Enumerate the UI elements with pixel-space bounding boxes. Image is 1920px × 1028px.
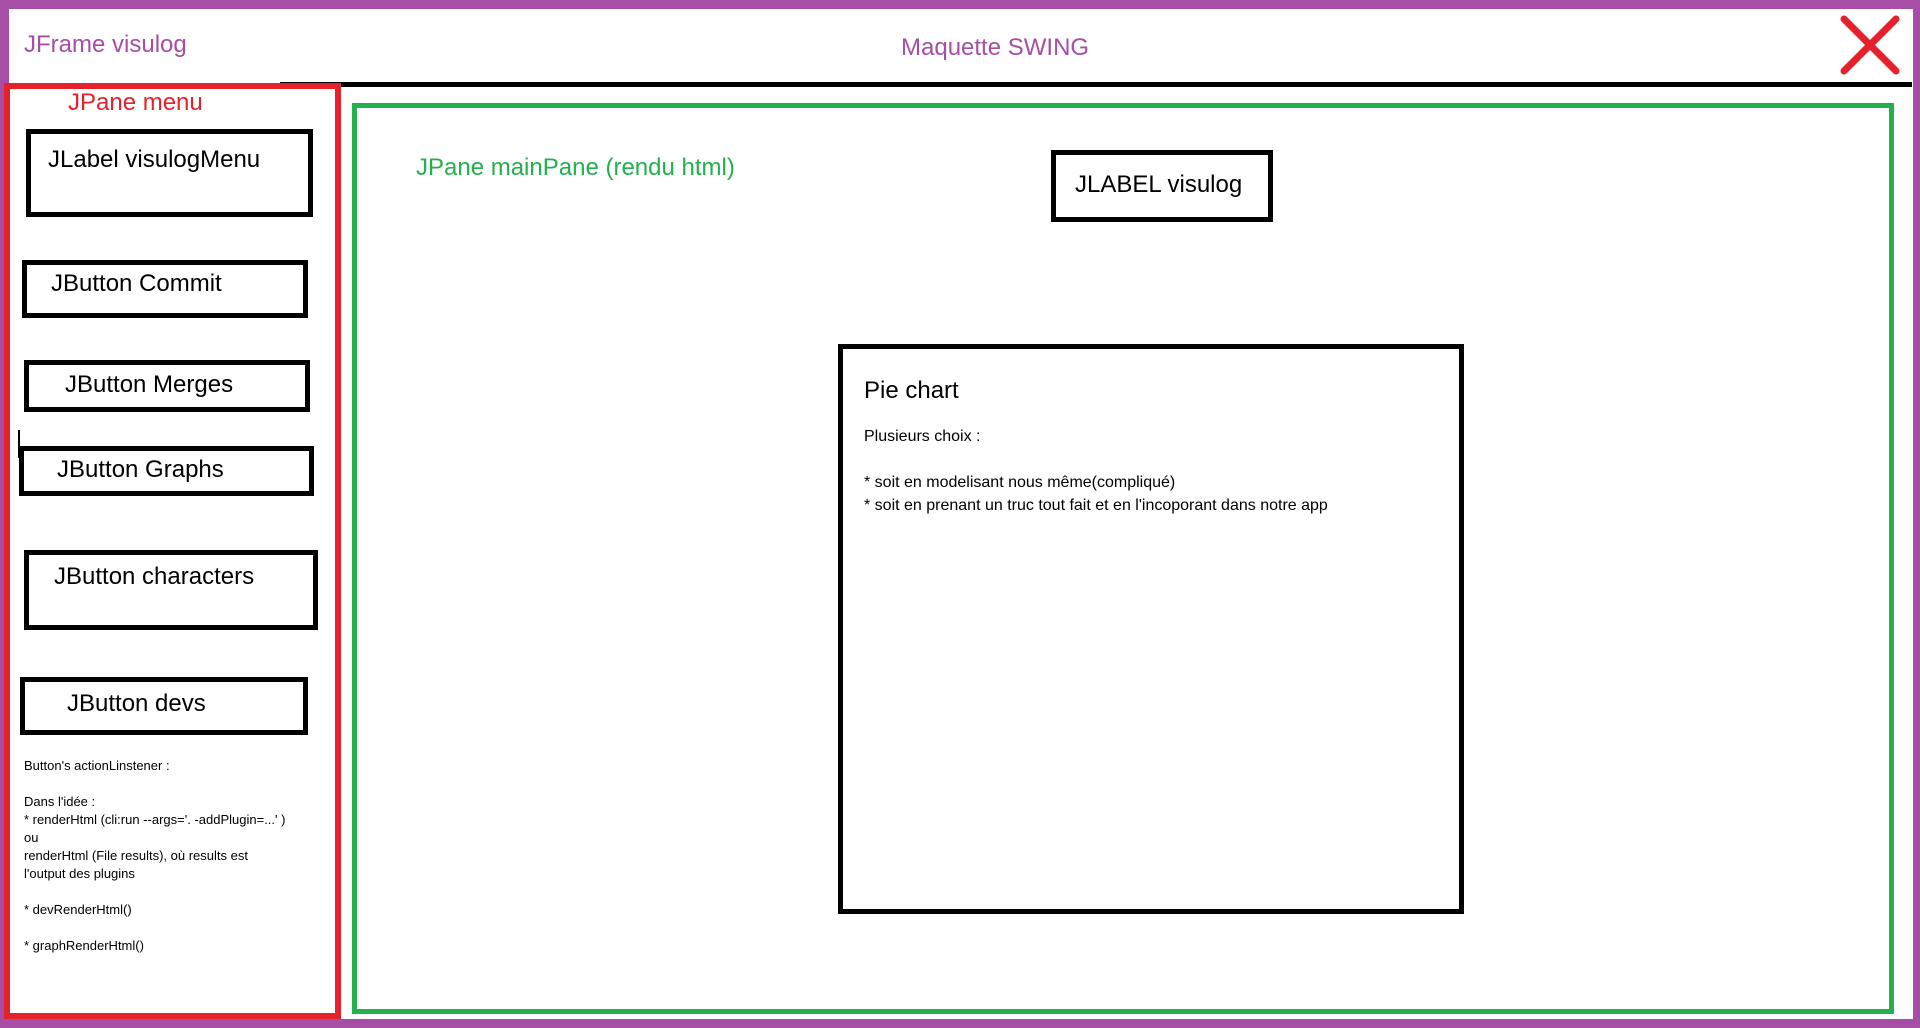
menu-pane: [4, 83, 341, 1019]
commit-button[interactable]: JButton Commit: [22, 260, 308, 318]
merges-button-label: JButton Merges: [65, 371, 234, 398]
window-title: JFrame visulog: [24, 31, 187, 58]
pie-chart-title: Pie chart: [864, 377, 959, 404]
graphs-button-label: JButton Graphs: [57, 456, 224, 483]
action-listener-notes: Button's actionLinstener : Dans l'idée :…: [24, 758, 286, 953]
main-pane-label: JPane mainPane (rendu html): [416, 154, 735, 181]
merges-button[interactable]: JButton Merges: [24, 360, 310, 412]
menu-pane-label: JPane menu: [68, 89, 203, 116]
visulog-label-box: JLABEL visulog: [1051, 150, 1273, 222]
close-icon[interactable]: [1838, 13, 1902, 77]
main-pane: [352, 103, 1894, 1014]
visulog-label: JLABEL visulog: [1075, 171, 1243, 198]
devs-button[interactable]: JButton devs: [20, 677, 308, 735]
mockup-title: Maquette SWING: [901, 34, 1090, 61]
devs-button-label: JButton devs: [67, 690, 206, 717]
stray-mark: [18, 430, 20, 458]
pie-chart-placeholder: Pie chart Plusieurs choix : * soit en mo…: [838, 344, 1464, 914]
pie-chart-notes: Plusieurs choix : * soit en modelisant n…: [864, 428, 1328, 514]
commit-button-label: JButton Commit: [51, 270, 222, 297]
characters-button[interactable]: JButton characters: [24, 550, 318, 630]
graphs-button[interactable]: JButton Graphs: [19, 446, 314, 496]
title-bar-divider: [280, 82, 1912, 87]
characters-button-label: JButton characters: [54, 563, 255, 590]
visulog-menu-label-box: JLabel visulogMenu: [26, 129, 313, 217]
visulog-menu-label: JLabel visulogMenu: [48, 146, 261, 173]
